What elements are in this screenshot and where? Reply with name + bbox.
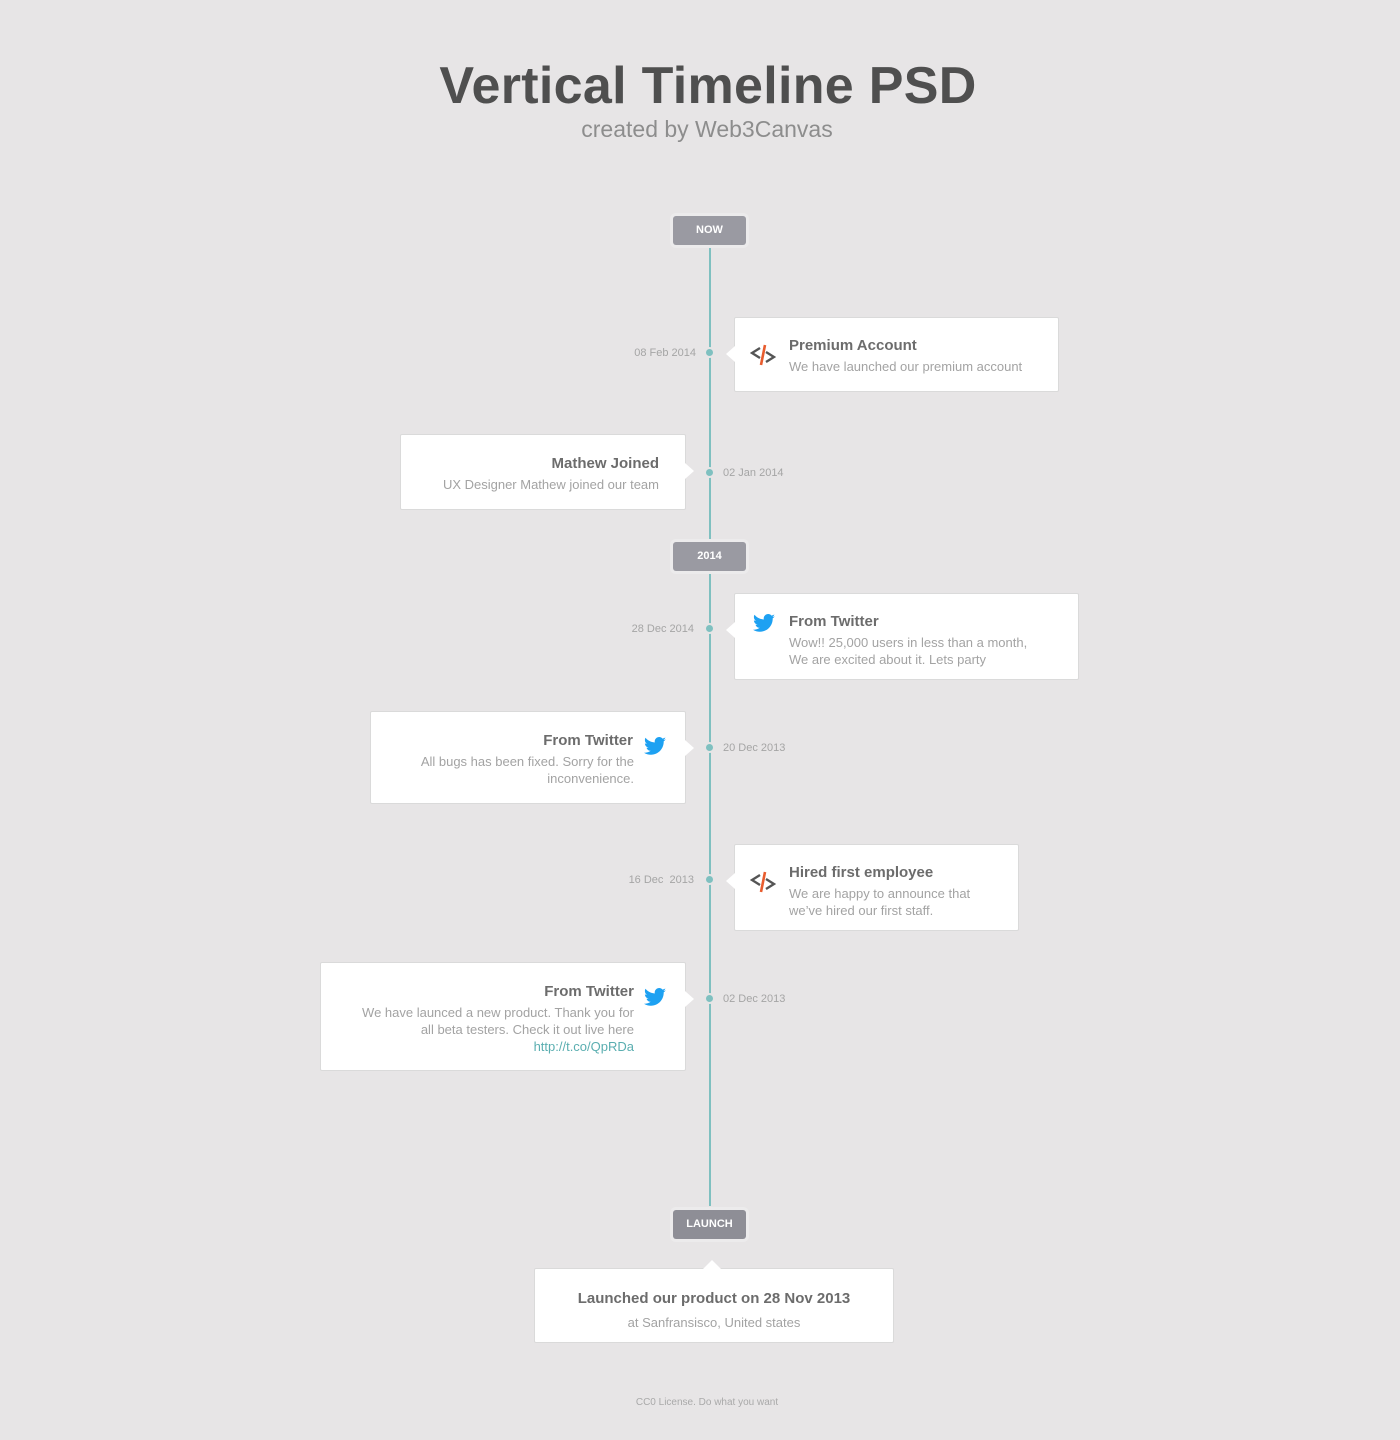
launch-subtitle: at Sanfransisco, United states <box>627 1315 801 1330</box>
event-text: We are happy to announce that we’ve hire… <box>789 886 971 918</box>
page-title: Vertical Timeline PSD <box>439 57 977 115</box>
now-marker: NOW <box>673 216 746 245</box>
twitter-icon <box>752 614 778 640</box>
timeline-dot <box>706 876 713 883</box>
twitter-icon <box>643 737 669 763</box>
event-card-premium-account[interactable]: Premium Account We have launched our pre… <box>726 317 1059 392</box>
event-card-twitter[interactable]: From Twitter All bugs has been fixed. So… <box>370 711 694 804</box>
footer-license: CC0 License. Do what you want <box>635 1397 779 1408</box>
event-text: We have launched our premium account <box>789 359 1023 374</box>
event-text: Wow!! 25,000 users in less than a month,… <box>789 635 1028 667</box>
event-text: We have launced a new product. Thank you… <box>362 1005 634 1037</box>
twitter-icon <box>643 988 669 1014</box>
brand-logo-icon <box>749 869 777 895</box>
event-card-mathew-joined[interactable]: Mathew Joined UX Designer Mathew joined … <box>400 434 694 510</box>
event-card-hired-employee[interactable]: Hired first employee We are happy to ann… <box>726 844 1019 931</box>
event-title: From Twitter <box>789 613 879 630</box>
event-date: 08 Feb 2014 <box>634 347 696 359</box>
brand-logo-icon <box>749 342 777 368</box>
timeline-dot <box>706 744 713 751</box>
year-marker: 2014 <box>673 542 746 571</box>
timeline-dot <box>706 625 713 632</box>
timeline-line <box>709 246 711 1206</box>
event-date: 02 Jan 2014 <box>723 467 784 479</box>
event-text: UX Designer Mathew joined our team <box>442 477 659 492</box>
launch-title: Launched our product on 28 Nov 2013 <box>577 1290 851 1307</box>
event-title: Hired first employee <box>789 864 934 881</box>
event-date: 02 Dec 2013 <box>723 993 786 1005</box>
event-text: All bugs has been fixed. Sorry for the i… <box>420 754 634 786</box>
event-title: From Twitter <box>544 983 634 1000</box>
event-date: 20 Dec 2013 <box>723 742 786 754</box>
event-card-twitter[interactable]: From Twitter Wow!! 25,000 users in less … <box>726 593 1079 680</box>
event-card-twitter[interactable]: From Twitter We have launced a new produ… <box>320 962 694 1071</box>
page-subtitle: created by Web3Canvas <box>581 116 833 142</box>
event-date: 16 Dec 2013 <box>628 874 694 886</box>
event-title: Premium Account <box>789 337 917 354</box>
launch-card[interactable]: Launched our product on 28 Nov 2013 at S… <box>534 1260 894 1343</box>
timeline-dot <box>706 995 713 1002</box>
event-date: 28 Dec 2014 <box>631 623 694 635</box>
timeline-dot <box>706 349 713 356</box>
event-link[interactable]: http://t.co/QpRDa <box>533 1039 634 1054</box>
event-title: Mathew Joined <box>551 455 659 472</box>
timeline-dot <box>706 469 713 476</box>
event-title: From Twitter <box>543 732 633 749</box>
launch-marker: LAUNCH <box>673 1210 746 1239</box>
